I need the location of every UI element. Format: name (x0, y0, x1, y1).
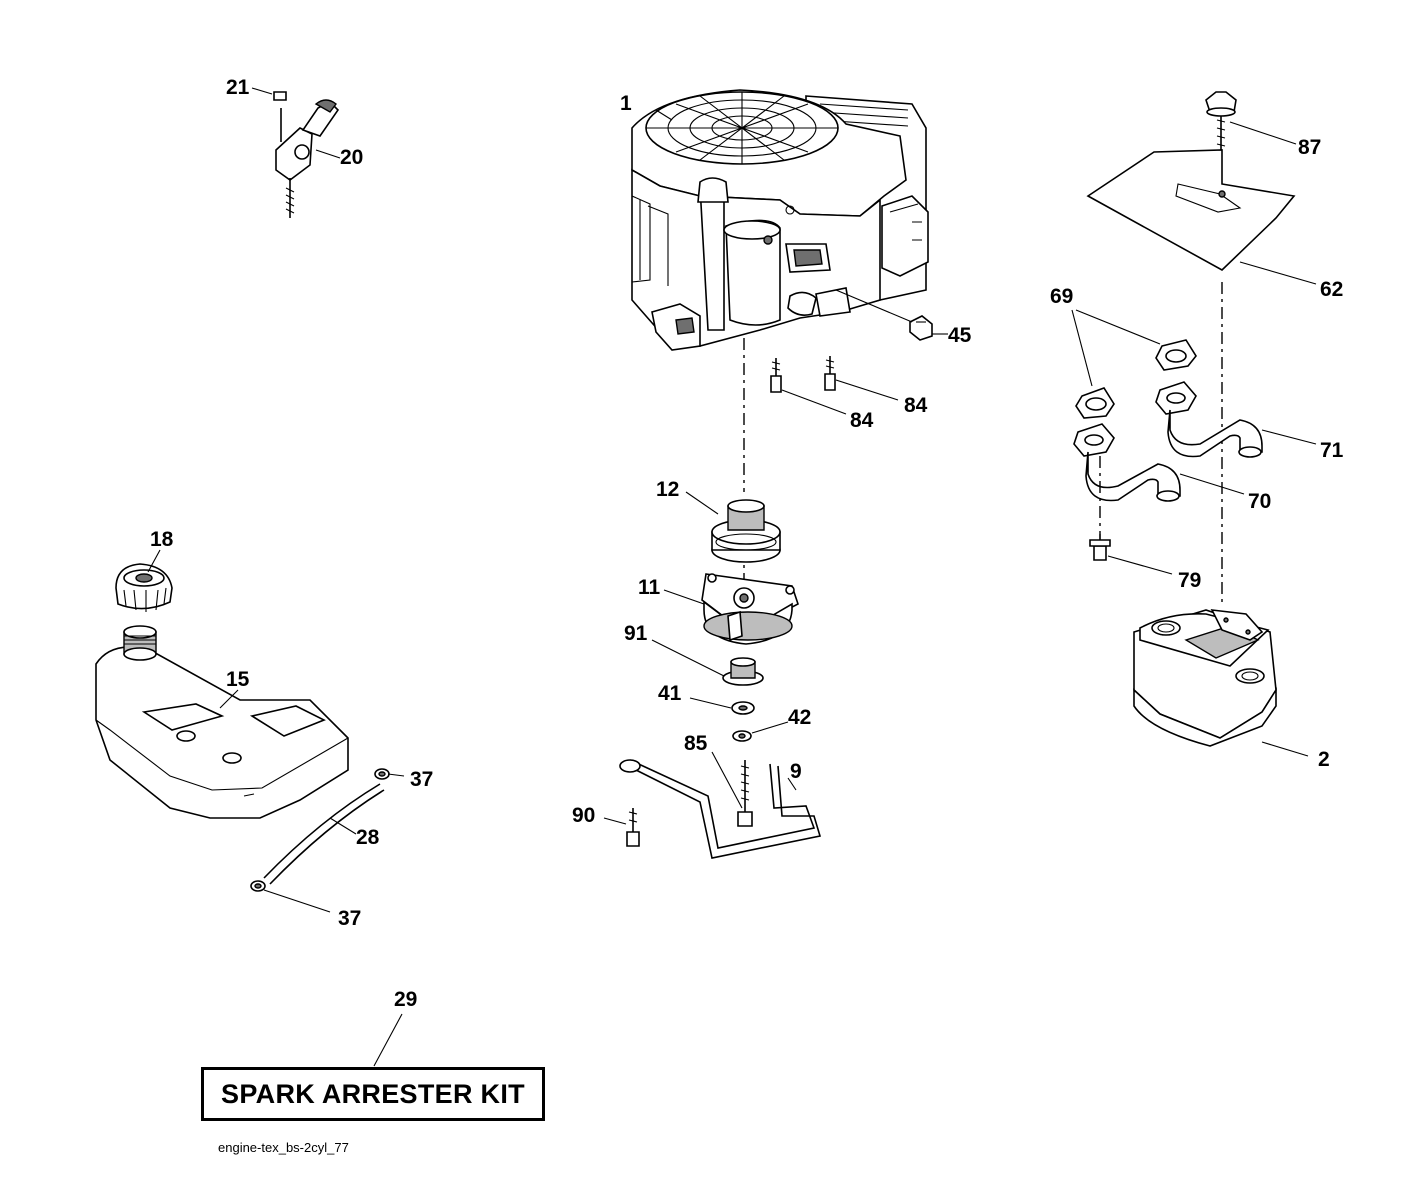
callout-29: 29 (394, 988, 417, 1011)
callout-90: 90 (572, 804, 595, 827)
clamps-part-37 (250, 768, 405, 913)
throttle-lever-assembly (251, 87, 341, 218)
heat-shield-part-62 (1086, 149, 1317, 285)
callout-15: 15 (226, 668, 250, 691)
muffler-part-2 (1133, 609, 1309, 757)
callout-9: 9 (790, 760, 802, 783)
clutch-part-11 (663, 573, 799, 645)
callout-18: 18 (150, 528, 174, 551)
bolt-part-90 (603, 808, 640, 847)
leader-line-29 (373, 1013, 403, 1067)
bolt-part-85 (711, 751, 753, 827)
callout-numbers: 1 2 9 11 12 15 18 20 21 28 29 37 37 41 4… (150, 76, 1344, 1011)
callout-84-right: 84 (904, 394, 928, 417)
callout-45: 45 (948, 324, 972, 347)
callout-69: 69 (1050, 285, 1073, 308)
callout-37-lower: 37 (338, 907, 361, 930)
bracket-part-9 (619, 759, 822, 859)
callout-41: 41 (658, 682, 682, 705)
callout-28: 28 (356, 826, 380, 849)
fuel-line-part-28 (263, 783, 385, 885)
fuel-tank-part-15 (95, 625, 349, 819)
gaskets-part-69 (1071, 309, 1197, 419)
nut-part-45 (835, 289, 948, 341)
spark-arrester-kit-box: SPARK ARRESTER KIT (201, 1067, 545, 1121)
callout-2: 2 (1318, 748, 1330, 771)
washers-part-41-42 (689, 697, 789, 742)
callout-85: 85 (684, 732, 708, 755)
callout-70: 70 (1248, 490, 1271, 513)
callout-37-upper: 37 (410, 768, 433, 791)
callout-71: 71 (1320, 439, 1344, 462)
fuel-cap-part-18 (115, 549, 173, 612)
callout-91: 91 (624, 622, 648, 645)
pulley-part-12 (685, 491, 781, 563)
callout-20: 20 (340, 146, 363, 169)
engine-assembly (631, 89, 929, 351)
bushing-part-91 (651, 639, 764, 686)
bolt-part-87 (1205, 91, 1297, 150)
exhaust-pipe-part-71 (1155, 381, 1317, 458)
callout-42: 42 (788, 706, 811, 729)
bolts-part-84 (770, 356, 899, 415)
drawing-code: engine-tex_bs-2cyl_77 (218, 1140, 349, 1155)
callout-1: 1 (620, 92, 632, 115)
callout-21: 21 (226, 76, 250, 99)
callout-12: 12 (656, 478, 679, 501)
kit-label: SPARK ARRESTER KIT (221, 1078, 525, 1109)
callout-84-left: 84 (850, 409, 874, 432)
callout-11: 11 (638, 576, 661, 599)
exhaust-pipe-part-70 (1073, 423, 1245, 502)
bolt-part-79 (1089, 534, 1173, 575)
callout-62: 62 (1320, 278, 1343, 301)
callout-87: 87 (1298, 136, 1321, 159)
callout-79: 79 (1178, 569, 1201, 592)
